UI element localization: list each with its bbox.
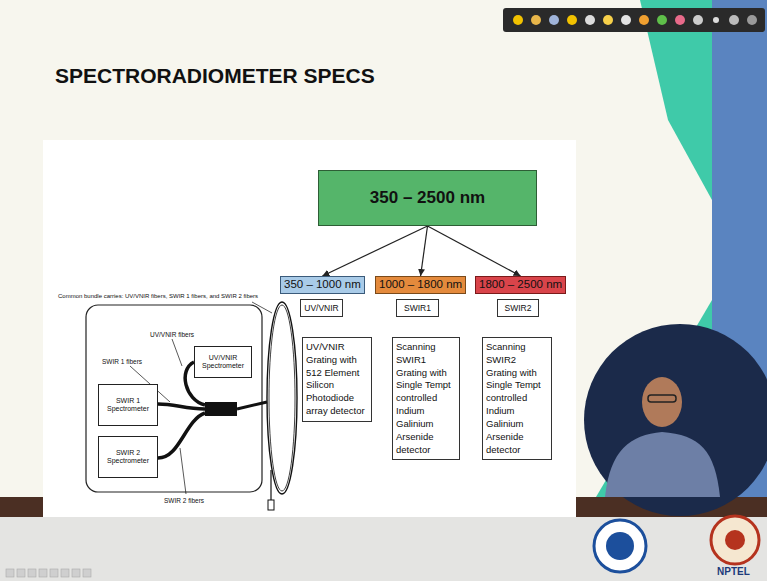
- presenter-head: [642, 377, 682, 427]
- box-text: SWIR2: [505, 303, 532, 313]
- box-text: 1000 – 1800 nm: [379, 278, 462, 292]
- box-text: 350 – 2500 nm: [370, 188, 485, 208]
- box-text: UV/VNIR: [304, 303, 338, 313]
- toolbar-icons: [513, 15, 757, 25]
- detector-name-box: UV/VNIR: [300, 299, 343, 317]
- leader-line: [172, 339, 182, 366]
- box-text: 1800 – 2500 nm: [479, 278, 562, 292]
- detector-spec-box: Scanning SWIR1 Grating with Single Tempt…: [392, 337, 460, 460]
- nav-icons: [6, 569, 91, 577]
- arrow-connector: [428, 226, 521, 276]
- instrument-housing: [86, 305, 262, 492]
- spectrometer-box: UV/VNIR Spectrometer: [194, 346, 252, 378]
- common-cable: [237, 402, 267, 409]
- detector-name-box: SWIR1: [396, 299, 439, 317]
- figure-panel: [43, 140, 576, 517]
- arrow-connector: [421, 226, 428, 276]
- callout-label: Common bundle carries: UV/VNIR fibers, S…: [58, 293, 258, 300]
- slide-title: SPECTRORADIOMETER SPECS: [55, 64, 375, 88]
- presenter-glasses: [648, 395, 676, 402]
- probe-cable: [270, 470, 271, 500]
- band-box: 1800 – 2500 nm: [475, 276, 566, 294]
- swir1-fiber: [158, 404, 205, 409]
- box-text: 350 – 1000 nm: [284, 278, 361, 292]
- range-box: 350 – 2500 nm: [318, 170, 537, 226]
- band-box: 1000 – 1800 nm: [375, 276, 466, 294]
- callout-label: SWIR 1 fibers: [102, 358, 142, 365]
- arrow-connector: [322, 226, 427, 276]
- detector-name-box: SWIR2: [497, 299, 539, 317]
- iit-logo: [606, 532, 634, 560]
- band-box: 350 – 1000 nm: [280, 276, 365, 294]
- detector-spec-box: UV/VNIR Grating with 512 Element Silicon…: [302, 337, 372, 422]
- box-text: SWIR1: [404, 303, 431, 313]
- spectrometer-box: SWIR 2 Spectrometer: [98, 436, 158, 478]
- spectrometer-box: SWIR 1 Spectrometer: [98, 384, 158, 426]
- probe-tip: [268, 500, 274, 510]
- presenter-shirt: [605, 432, 720, 497]
- toolbar: [503, 8, 765, 32]
- callout-label: UV/VNIR fibers: [150, 331, 194, 338]
- callout-label: SWIR 2 fibers: [164, 497, 204, 504]
- box-text: Scanning SWIR2 Grating with Single Tempt…: [486, 341, 548, 456]
- presenter-video: [584, 324, 767, 516]
- box-text: UV/VNIR Grating with 512 Element Silicon…: [306, 341, 368, 418]
- fiber-junction: [205, 402, 237, 416]
- logo-text: NPTEL: [717, 566, 750, 577]
- leader-line: [252, 302, 272, 313]
- fiber-coil: [269, 305, 295, 491]
- nptel-logo: [725, 530, 745, 550]
- box-text: SWIR 2 Spectrometer: [101, 449, 155, 466]
- fiber-coil: [267, 302, 297, 494]
- swir2-fiber: [158, 413, 205, 458]
- box-text: Scanning SWIR1 Grating with Single Tempt…: [396, 341, 456, 456]
- box-text: UV/VNIR Spectrometer: [197, 354, 249, 371]
- box-text: SWIR 1 Spectrometer: [101, 397, 155, 414]
- leader-line: [180, 448, 186, 494]
- detector-spec-box: Scanning SWIR2 Grating with Single Tempt…: [482, 337, 552, 460]
- footer-band: [0, 517, 767, 581]
- nptel-logo: [711, 516, 759, 564]
- iit-logo: [594, 520, 646, 572]
